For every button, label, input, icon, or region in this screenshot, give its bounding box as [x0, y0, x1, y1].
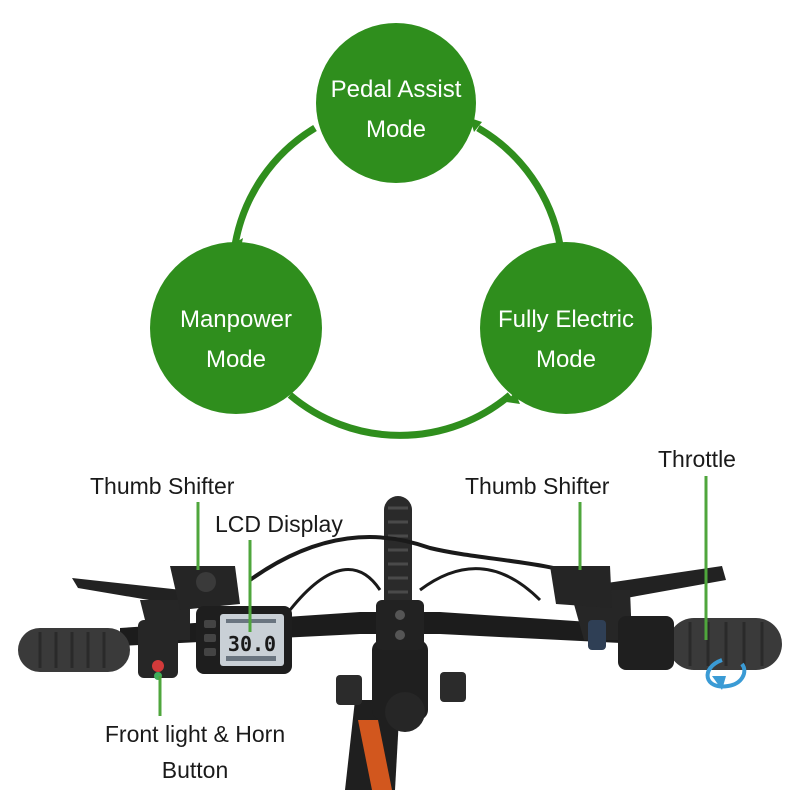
right-brake-lever [600, 566, 726, 602]
manpower-mode-label: Manpower Mode [156, 300, 316, 380]
stem-bolt-top [395, 610, 405, 620]
cable-left [288, 568, 382, 611]
lcd-display-label: LCD Display [215, 511, 343, 537]
manpower-label-line2: Mode [205, 346, 267, 373]
throttle-label: Throttle [658, 446, 736, 472]
pedal-assist-label-line1: Pedal Assist [330, 76, 462, 103]
headset-cap [385, 692, 425, 732]
light-horn-pod [138, 620, 178, 678]
front-tire [384, 496, 412, 616]
throttle-blue-button [588, 620, 606, 650]
left-shifter-dial [196, 572, 216, 592]
pedal-assist-mode-label: Pedal Assist Mode [316, 70, 476, 150]
throttle-rotate-arrow [705, 658, 747, 689]
fully-electric-mode-label: Fully Electric Mode [482, 300, 650, 380]
cable-upper [248, 535, 601, 582]
front-light-horn-label: Front light & Horn Button [90, 716, 300, 788]
throttle-housing [618, 616, 674, 670]
stem [376, 600, 424, 650]
manpower-label-line1: Manpower [179, 306, 293, 333]
front-light-horn-label-line1: Front light & Horn [104, 721, 286, 747]
frame-orange-stripe [358, 720, 392, 790]
fork-bracket-left [336, 675, 362, 705]
pedal-assist-label-line2: Mode [365, 116, 427, 143]
left-grip [18, 628, 130, 672]
cable-right [419, 567, 542, 602]
lcd-button-up [204, 620, 216, 628]
handlebar-illustration: 30.0 [18, 496, 782, 790]
horn-button-red [152, 660, 164, 672]
cycle-arc-right [476, 124, 564, 246]
cycle-arc-left [231, 125, 317, 246]
front-light-horn-label-line2: Button [161, 757, 229, 783]
cycle-arrow-bottom [506, 392, 520, 404]
lcd-speed-reading: 30.0 [228, 632, 276, 656]
throttle-arrow-head [712, 676, 726, 690]
manpower-mode-circle [150, 242, 322, 414]
fork-bracket-right [440, 672, 466, 702]
left-grip-ribs [38, 632, 106, 668]
lcd-button-down [204, 648, 216, 656]
thumb-shifter-right-label: Thumb Shifter [465, 473, 610, 499]
tire-tread [388, 506, 408, 594]
lcd-button-mode [204, 634, 216, 642]
right-thumb-shifter [550, 566, 612, 608]
stem-bolt-bottom [395, 630, 405, 640]
right-grip-ribs [688, 622, 764, 666]
pedal-assist-mode-circle [316, 23, 476, 183]
lcd-screen [220, 614, 284, 666]
lcd-bottom-bar [226, 656, 276, 661]
fully-electric-label-line1: Fully Electric [497, 306, 635, 333]
thumb-shifter-left-label: Thumb Shifter [90, 473, 235, 499]
fully-electric-label-line2: Mode [535, 346, 597, 373]
fully-electric-mode-circle [480, 242, 652, 414]
cycle-arc-bottom [287, 392, 513, 439]
pointer-lines [158, 476, 708, 716]
mode-cycle [150, 23, 652, 439]
